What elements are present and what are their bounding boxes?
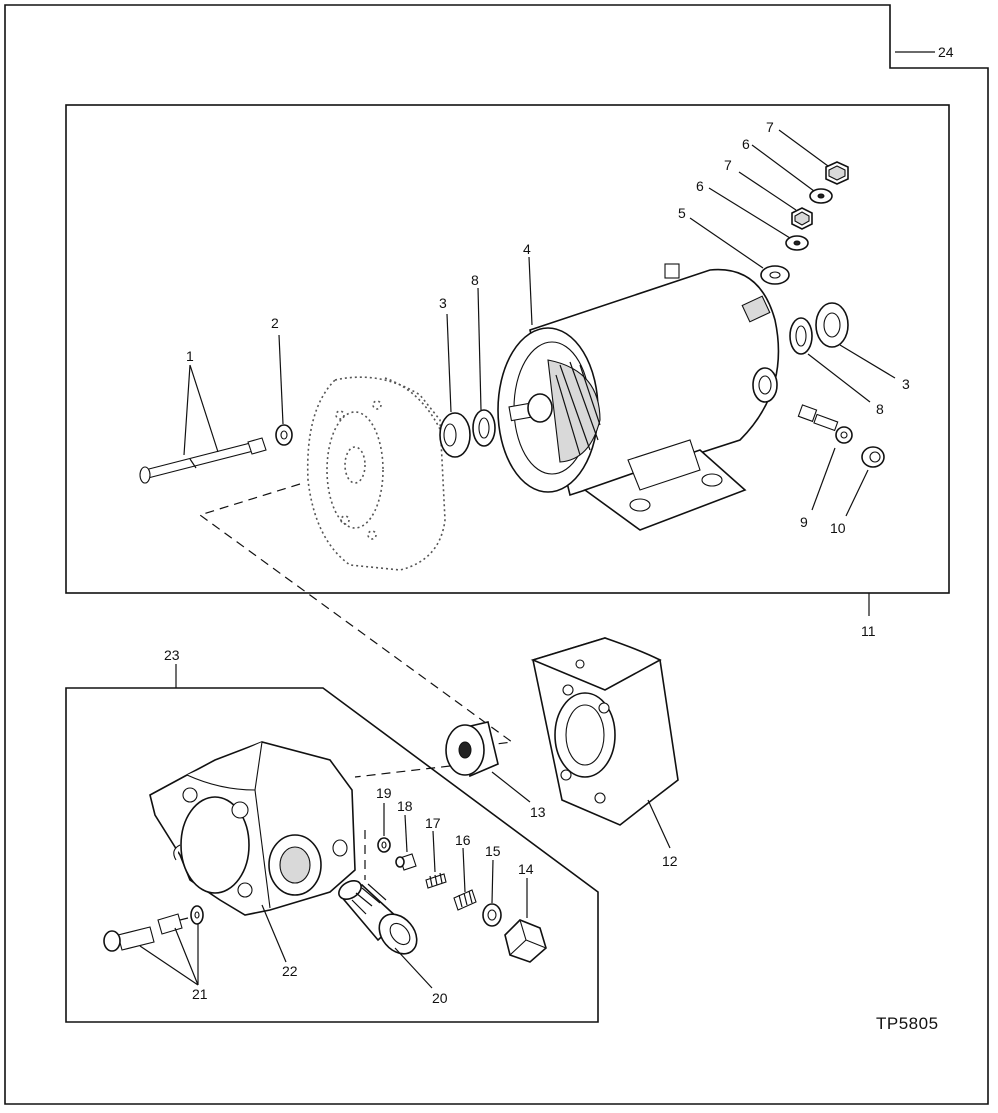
snap-ring-part-8-left bbox=[472, 409, 496, 447]
leader-7-lower bbox=[738, 171, 797, 211]
callout-2: 2 bbox=[271, 315, 279, 331]
bearing-part-3-left bbox=[439, 412, 471, 458]
alignment-line-upper bbox=[198, 483, 514, 747]
leader-8-left bbox=[477, 287, 482, 411]
leader-21 bbox=[139, 924, 199, 986]
leader-4 bbox=[528, 256, 533, 326]
leader-18 bbox=[404, 814, 408, 853]
lock-washer-part-6-upper bbox=[809, 188, 833, 204]
leader-9 bbox=[811, 447, 836, 511]
leader-3-right bbox=[839, 344, 896, 379]
leader-6-upper bbox=[751, 144, 815, 192]
leader-15 bbox=[491, 859, 494, 904]
adapter-plate-part-12 bbox=[530, 637, 679, 826]
leader-8-right bbox=[807, 353, 871, 403]
callout-12: 12 bbox=[662, 853, 678, 869]
callout-6-lower: 6 bbox=[696, 178, 704, 194]
hex-nut-part-7-lower bbox=[791, 207, 813, 230]
callout-7-lower: 7 bbox=[724, 157, 732, 173]
callout-14: 14 bbox=[518, 861, 534, 877]
washer-part-15 bbox=[482, 903, 502, 927]
pump-assembly-box bbox=[65, 687, 599, 1023]
snap-ring-part-8-right bbox=[789, 317, 813, 355]
leader-7-upper bbox=[778, 129, 829, 167]
callout-6-upper: 6 bbox=[742, 136, 750, 152]
leader-10 bbox=[845, 469, 869, 517]
callout-7-upper: 7 bbox=[766, 119, 774, 135]
page-frame bbox=[4, 4, 989, 1105]
fitting-part-9 bbox=[797, 404, 853, 444]
lock-washer-part-6-lower bbox=[785, 235, 809, 251]
leader-17 bbox=[432, 830, 436, 873]
leader-6-lower bbox=[708, 187, 791, 239]
coupling-part-13 bbox=[445, 721, 499, 778]
cap-nut-part-14 bbox=[504, 919, 547, 963]
relief-valve-part-18 bbox=[395, 853, 417, 871]
callout-20: 20 bbox=[432, 990, 448, 1006]
spring-part-17 bbox=[425, 872, 447, 889]
hydraulic-pump-part-22 bbox=[149, 741, 356, 916]
callout-11: 11 bbox=[861, 623, 876, 639]
hose-fitting-part-20 bbox=[338, 880, 418, 955]
callout-21: 21 bbox=[192, 986, 208, 1002]
callout-5: 5 bbox=[678, 205, 686, 221]
bearing-part-3-right bbox=[815, 302, 849, 348]
nut-part-10 bbox=[861, 446, 885, 468]
callout-4: 4 bbox=[523, 241, 531, 257]
figure-id: TP5805 bbox=[876, 1014, 939, 1033]
hex-nut-part-7-upper bbox=[825, 161, 849, 185]
callout-1: 1 bbox=[186, 348, 194, 364]
leader-16 bbox=[462, 847, 466, 893]
callout-19: 19 bbox=[376, 785, 392, 801]
callout-8-left: 8 bbox=[471, 272, 479, 288]
leader-20 bbox=[394, 947, 433, 989]
leader-5 bbox=[689, 217, 764, 269]
leader-13 bbox=[491, 771, 531, 803]
leader-1 bbox=[183, 364, 219, 456]
callout-23: 23 bbox=[164, 647, 180, 663]
callout-10: 10 bbox=[830, 520, 846, 536]
callout-18: 18 bbox=[397, 798, 413, 814]
callout-24: 24 bbox=[938, 44, 954, 60]
ghost-flywheel bbox=[306, 376, 446, 571]
cap-screws-part-21 bbox=[103, 905, 204, 952]
callout-17: 17 bbox=[425, 815, 441, 831]
motor-assembly-box bbox=[65, 104, 950, 594]
washer-part-2 bbox=[275, 424, 293, 446]
electric-motor-part-4 bbox=[497, 263, 780, 531]
callout-3-left: 3 bbox=[439, 295, 447, 311]
alignment-line-lower bbox=[354, 765, 451, 778]
callout-16: 16 bbox=[455, 832, 471, 848]
callout-15: 15 bbox=[485, 843, 501, 859]
leader-12 bbox=[647, 799, 671, 849]
callout-3-right: 3 bbox=[902, 376, 910, 392]
leader-22 bbox=[261, 904, 287, 963]
bolt-part-1 bbox=[139, 437, 267, 484]
callout-8-right: 8 bbox=[876, 401, 884, 417]
leader-2 bbox=[278, 334, 284, 425]
washer-part-5 bbox=[760, 265, 790, 285]
callout-13: 13 bbox=[530, 804, 546, 820]
callout-9: 9 bbox=[800, 514, 808, 530]
o-ring-part-19 bbox=[377, 837, 391, 853]
callout-22: 22 bbox=[282, 963, 298, 979]
leader-3-left bbox=[446, 313, 452, 413]
spring-part-16 bbox=[453, 889, 477, 911]
